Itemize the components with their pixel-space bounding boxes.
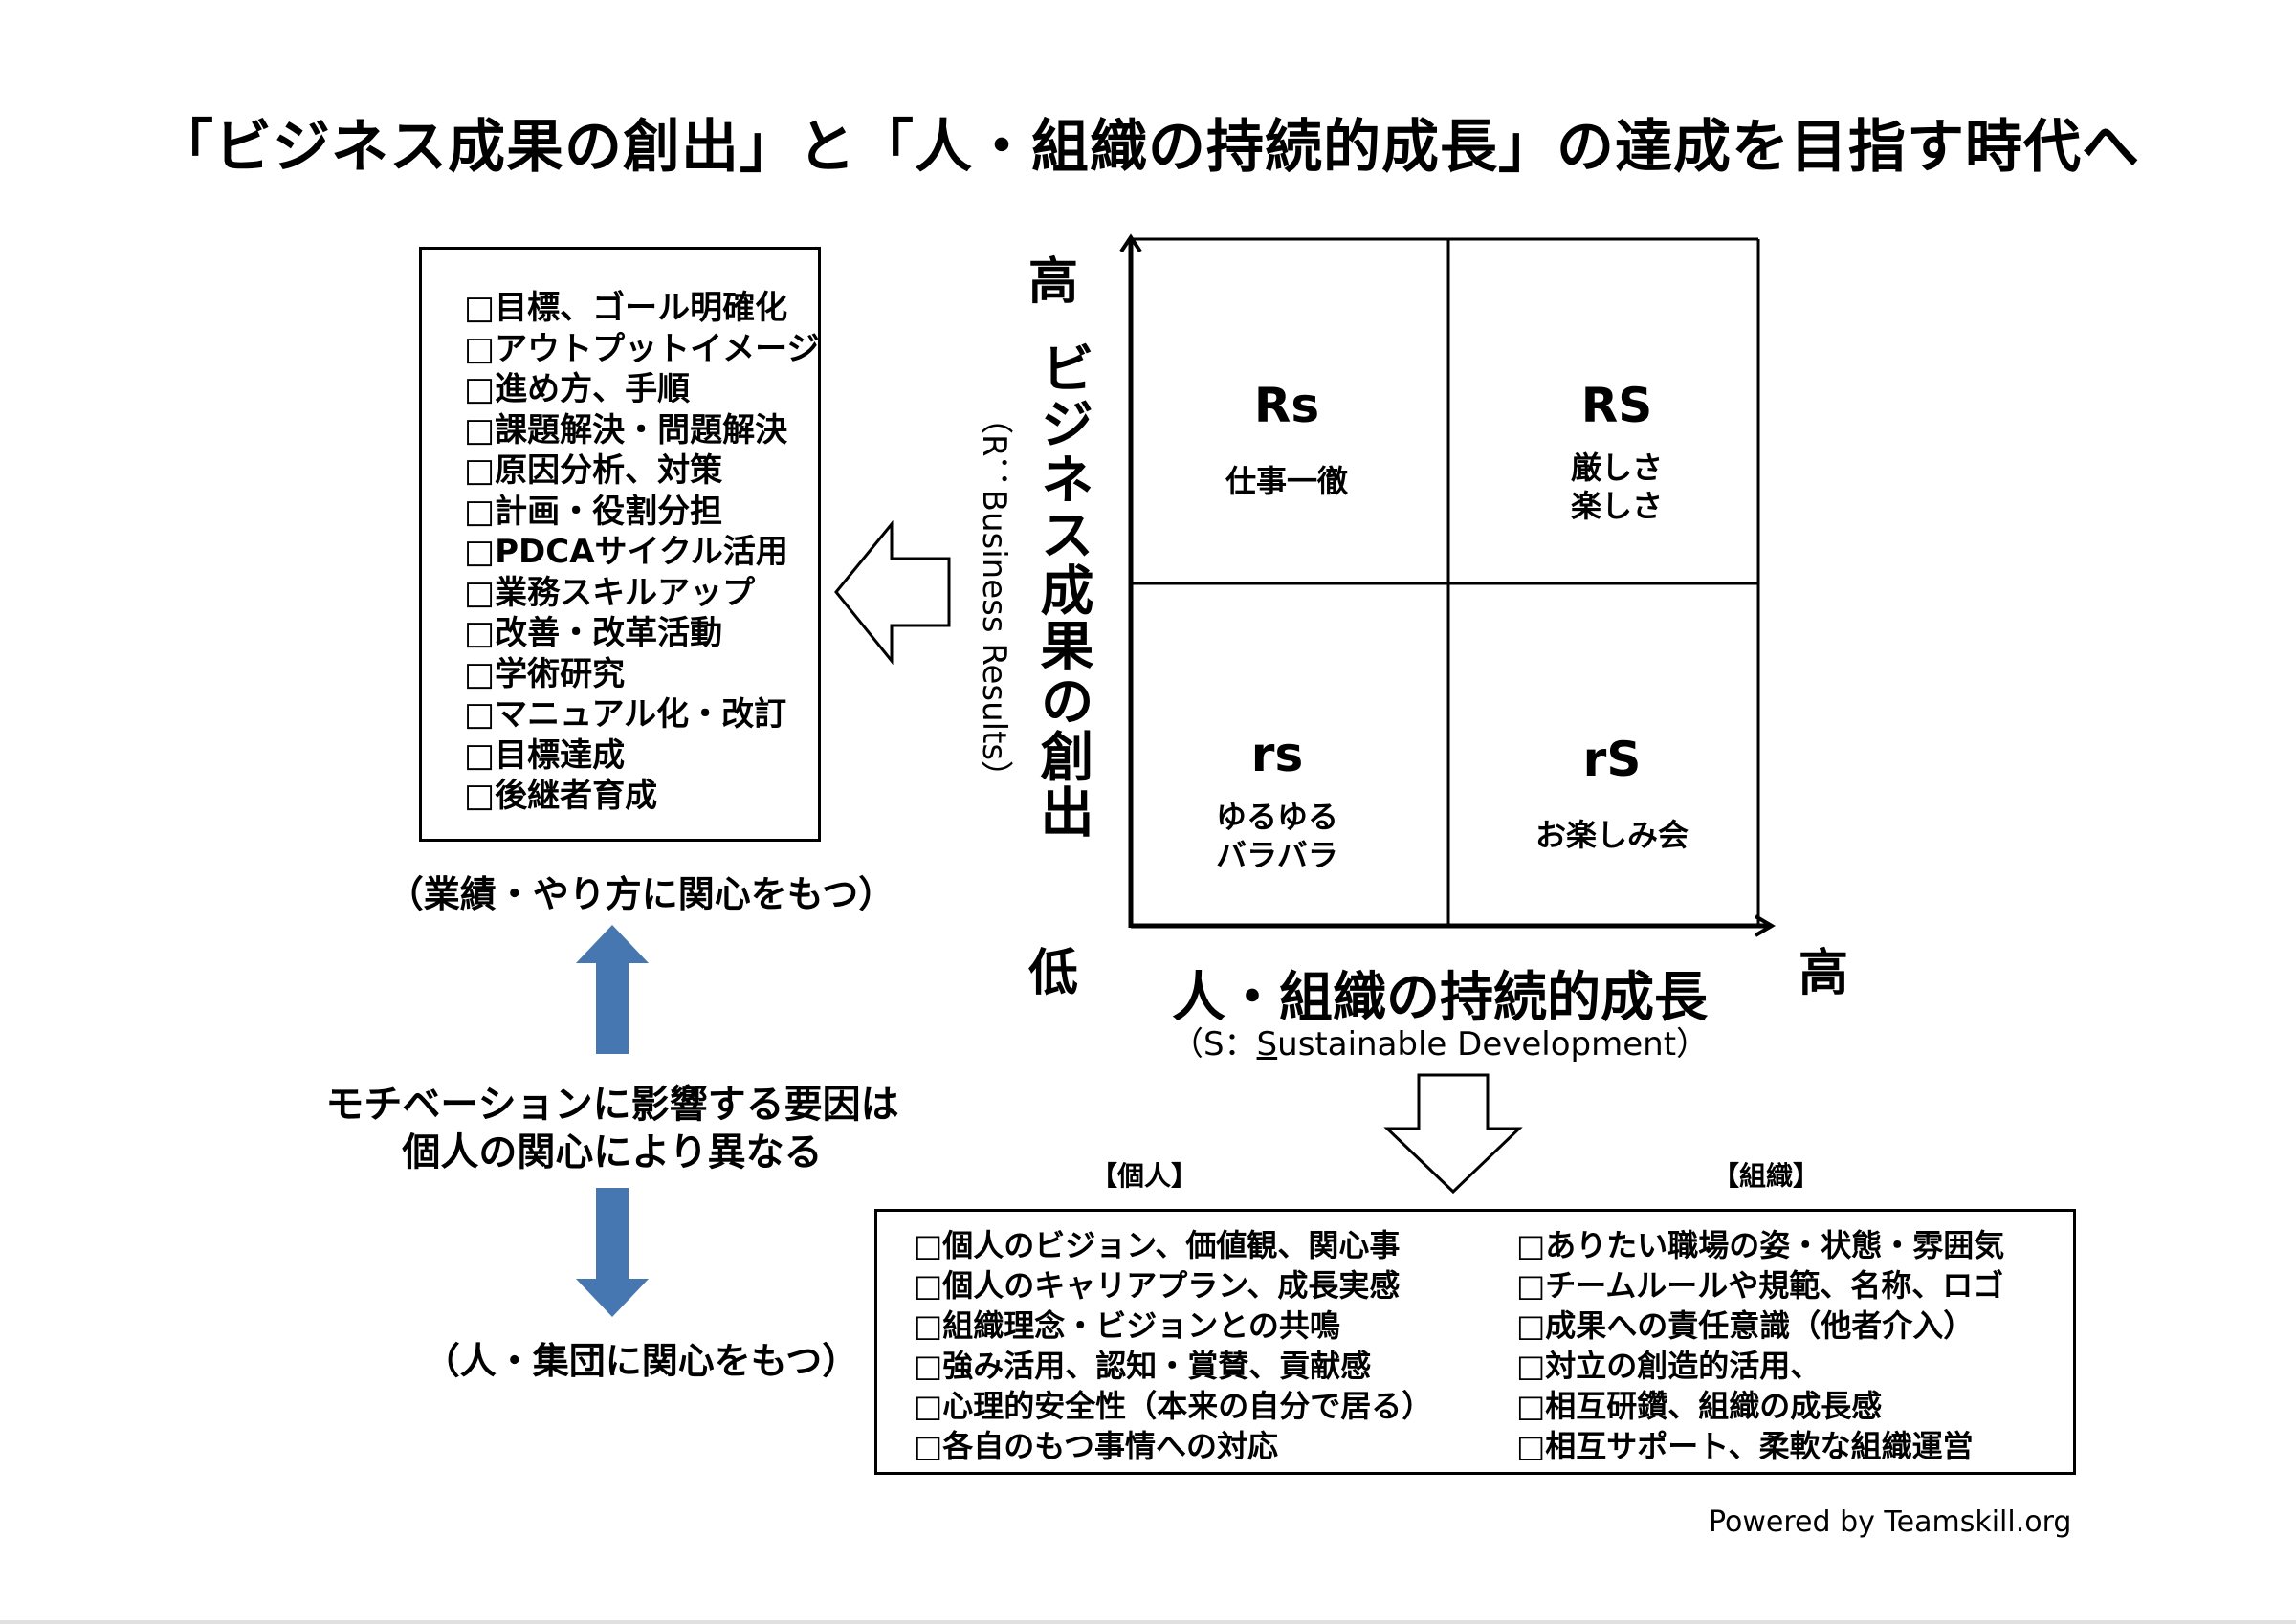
individual-item: □強み活用、認知・賞賛、貢献感 [914,1348,1372,1384]
quadrant-desc-line1: ゆるゆる [1215,799,1338,835]
x-axis-arrowhead [1754,914,1776,937]
page-title: 「ビジネス成果の創出」と「人・組織の持続的成長」の達成を目指す時代へ [156,114,2140,181]
quadrant-code: rs [1250,727,1304,782]
quadrant-desc: お楽しみ会 [1534,817,1689,853]
hollow-down-arrow-icon [1383,1073,1523,1195]
organization-item: □相互研鑽、組織の成長感 [1516,1388,1883,1424]
quadrant-top-right: RS 厳しさ 楽しさ [1468,378,1765,525]
checklist-item: □後継者育成 [464,777,658,815]
checklist-item: □原因分析、対策 [464,451,723,490]
business-checklist: □目標、ゴール明確化 □アウトプットイメージ □進め方、手順 □課題解決・問題解… [419,247,821,842]
footer-credit: Powered by Teamskill.org [1709,1505,2072,1539]
quadrant-desc: 仕事一徹 [1225,463,1348,499]
quadrant-desc-line2: 楽しさ [1570,488,1663,524]
x-axis-sublabel: （S：Sustainable Development） [1129,1018,1751,1064]
individual-item: □個人のキャリアプラン、成長実感 [914,1267,1401,1304]
x-axis-high-label: 高 [1799,945,1849,1002]
organization-item: □成果への責任意識（他者介入） [1516,1307,1975,1344]
down-arrow-icon [576,1188,649,1317]
factors-box: □個人のビジョン、価値観、関心事 □個人のキャリアプラン、成長実感 □組織理念・… [874,1209,2076,1475]
x-axis-label: 人・組織の持続的成長 [1172,967,1708,1029]
checklist-item: □アウトプットイメージ [464,329,820,368]
quadrant-code: Rs [1253,378,1320,433]
organization-item: □対立の創造的活用、 [1516,1348,1821,1384]
individual-item: □心理的安全性（本来の自分で居る） [914,1388,1433,1424]
individual-item: □各自のもつ事情への対応 [914,1428,1278,1464]
x-axis-sublabel-underlined: S [1256,1025,1278,1064]
quadrant-code: RS [1580,378,1653,433]
organization-item: □チームルールや規範、名称、ロゴ [1516,1267,2004,1304]
people-interest-caption: （人・集団に関心をもつ） [423,1340,859,1382]
quadrant-bottom-left: rs ゆるゆる バラバラ [1129,727,1425,874]
checklist-item: □進め方、手順 [464,370,691,408]
motivation-text: モチベーションに影響する要因は 個人の関心により異なる [287,1081,938,1176]
y-axis-label: ビジネス成果の創出 [1031,340,1093,840]
checklist-item: □目標、ゴール明確化 [464,289,788,327]
checklist-item: □PDCAサイクル活用 [464,533,788,571]
y-axis-arrowhead [1119,233,1142,253]
organization-header: 【組織】 [1712,1160,1821,1192]
organization-factors: □ありたい職場の姿・状態・雰囲気 □チームルールや規範、名称、ロゴ □成果への責… [1516,1225,2004,1466]
organization-item: □相互サポート、柔軟な組織運営 [1516,1428,1974,1464]
quadrant-top-left: Rs 仕事一徹 [1138,378,1435,500]
x-axis-sublabel-prefix: （S： [1170,1025,1257,1064]
y-axis-sublabel: （R：Business Results） [975,402,1013,794]
bottom-edge-divider [0,1620,2296,1624]
up-arrow-icon [576,925,649,1054]
checklist-item: □改善・改革活動 [464,614,723,652]
checklist-item: □計画・役割分担 [464,492,723,531]
individual-item: □個人のビジョン、価値観、関心事 [914,1227,1401,1263]
business-interest-caption: （業績・やり方に関心をもつ） [386,873,895,915]
checklist-item: □マニュアル化・改訂 [464,695,787,734]
checklist-item: □学術研究 [464,654,626,693]
checklist-item: □課題解決・問題解決 [464,410,788,450]
quadrant-desc-line2: バラバラ [1216,837,1338,873]
checklist-item: □目標達成 [464,735,626,775]
hollow-left-arrow-icon [834,519,951,666]
y-axis-low-label: 低 [1028,945,1079,1002]
checklist-item: □業務スキルアップ [464,573,756,612]
quadrant-code: rS [1582,732,1642,787]
organization-item: □ありたい職場の姿・状態・雰囲気 [1516,1227,2005,1263]
quadrant-desc-line1: 厳しさ [1570,450,1663,486]
motivation-line-2: 個人の関心により異なる [402,1130,823,1174]
individual-item: □組織理念・ビジョンとの共鳴 [914,1307,1340,1344]
motivation-line-1: モチベーションに影響する要因は [325,1083,899,1127]
y-axis-high-label: 高 [1028,253,1079,311]
rs-matrix [1119,233,1776,937]
x-axis-sublabel-rest: ustainable Development） [1277,1025,1710,1064]
individual-factors: □個人のビジョン、価値観、関心事 □個人のキャリアプラン、成長実感 □組織理念・… [914,1225,1432,1466]
individual-header: 【個人】 [1091,1160,1199,1192]
quadrant-bottom-right: rS お楽しみ会 [1464,732,1760,854]
